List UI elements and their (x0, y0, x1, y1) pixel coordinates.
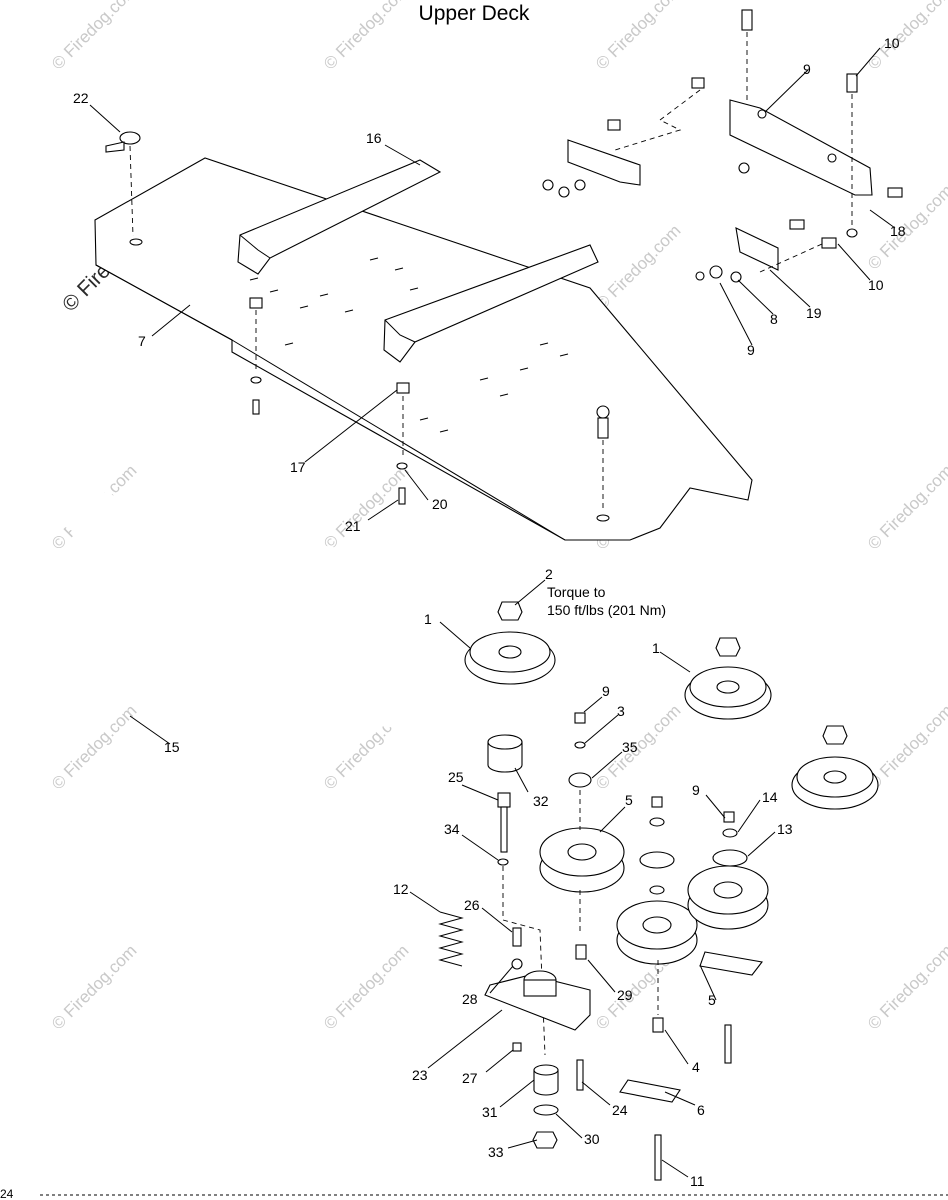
pulley-right (791, 725, 879, 810)
callout-10-top: 10 (884, 35, 900, 51)
callout-26: 26 (464, 897, 480, 913)
idler-arm (484, 927, 681, 1181)
callout-18: 18 (890, 223, 906, 239)
page-title: Upper Deck (418, 2, 530, 25)
callout-1-center: 1 (652, 640, 660, 656)
callout-labels: 22 16 7 17 20 21 10 9 18 10 19 8 9 15 2 … (73, 35, 906, 1189)
callout-21: 21 (345, 518, 361, 534)
callout-1-left: 1 (424, 611, 432, 627)
callout-13: 13 (777, 821, 793, 837)
torque-note-line1: Torque to (547, 584, 606, 600)
spacer-and-bolt (487, 734, 546, 1056)
callout-4: 4 (692, 1059, 700, 1075)
callout-5-lower: 5 (708, 992, 716, 1008)
callout-28: 28 (462, 991, 478, 1007)
leader-lines (89, 47, 896, 1178)
callout-20: 20 (432, 496, 448, 512)
callout-3: 3 (617, 703, 625, 719)
callout-5-upper: 5 (625, 792, 633, 808)
callout-10-lower: 10 (868, 277, 884, 293)
spring (438, 911, 464, 967)
belt-guard-right (383, 244, 599, 363)
callout-9-idler: 9 (602, 683, 610, 699)
deck-plate (94, 157, 753, 541)
callout-9-top: 9 (803, 61, 811, 77)
callout-8: 8 (770, 311, 778, 327)
callout-32: 32 (533, 793, 549, 809)
callout-19: 19 (806, 305, 822, 321)
callout-25: 25 (448, 769, 464, 785)
callout-35: 35 (622, 739, 638, 755)
callout-9-bracket: 9 (747, 342, 755, 358)
callout-7: 7 (138, 333, 146, 349)
callout-23: 23 (412, 1067, 428, 1083)
belt-guard-left (237, 159, 442, 275)
callout-9-right: 9 (692, 782, 700, 798)
callout-33: 33 (488, 1144, 504, 1160)
callout-24: 24 (612, 1102, 628, 1118)
bracket-assembly (542, 9, 903, 283)
idler-pulley-right (616, 796, 769, 1064)
callout-2: 2 (545, 566, 553, 582)
callout-16: 16 (366, 130, 382, 146)
idler-pulley-left (539, 712, 625, 935)
callout-17: 17 (290, 459, 306, 475)
deck-knob (105, 131, 141, 237)
callout-27: 27 (462, 1070, 478, 1086)
callout-30: 30 (584, 1131, 600, 1147)
callout-15: 15 (164, 739, 180, 755)
page-number: 24 (0, 1187, 14, 1200)
drive-belt (9, 482, 454, 737)
callout-34: 34 (444, 821, 460, 837)
callout-6: 6 (697, 1102, 705, 1118)
callout-31: 31 (482, 1104, 498, 1120)
callout-29: 29 (617, 987, 633, 1003)
deck-hardware (249, 297, 610, 512)
torque-note-line2: 150 ft/lbs (201 Nm) (547, 602, 666, 618)
pulley-center (684, 637, 772, 720)
pulley-left (464, 601, 556, 685)
callout-12: 12 (393, 881, 409, 897)
callout-11: 11 (690, 1173, 705, 1189)
callout-14: 14 (762, 789, 778, 805)
callout-22: 22 (73, 90, 89, 106)
